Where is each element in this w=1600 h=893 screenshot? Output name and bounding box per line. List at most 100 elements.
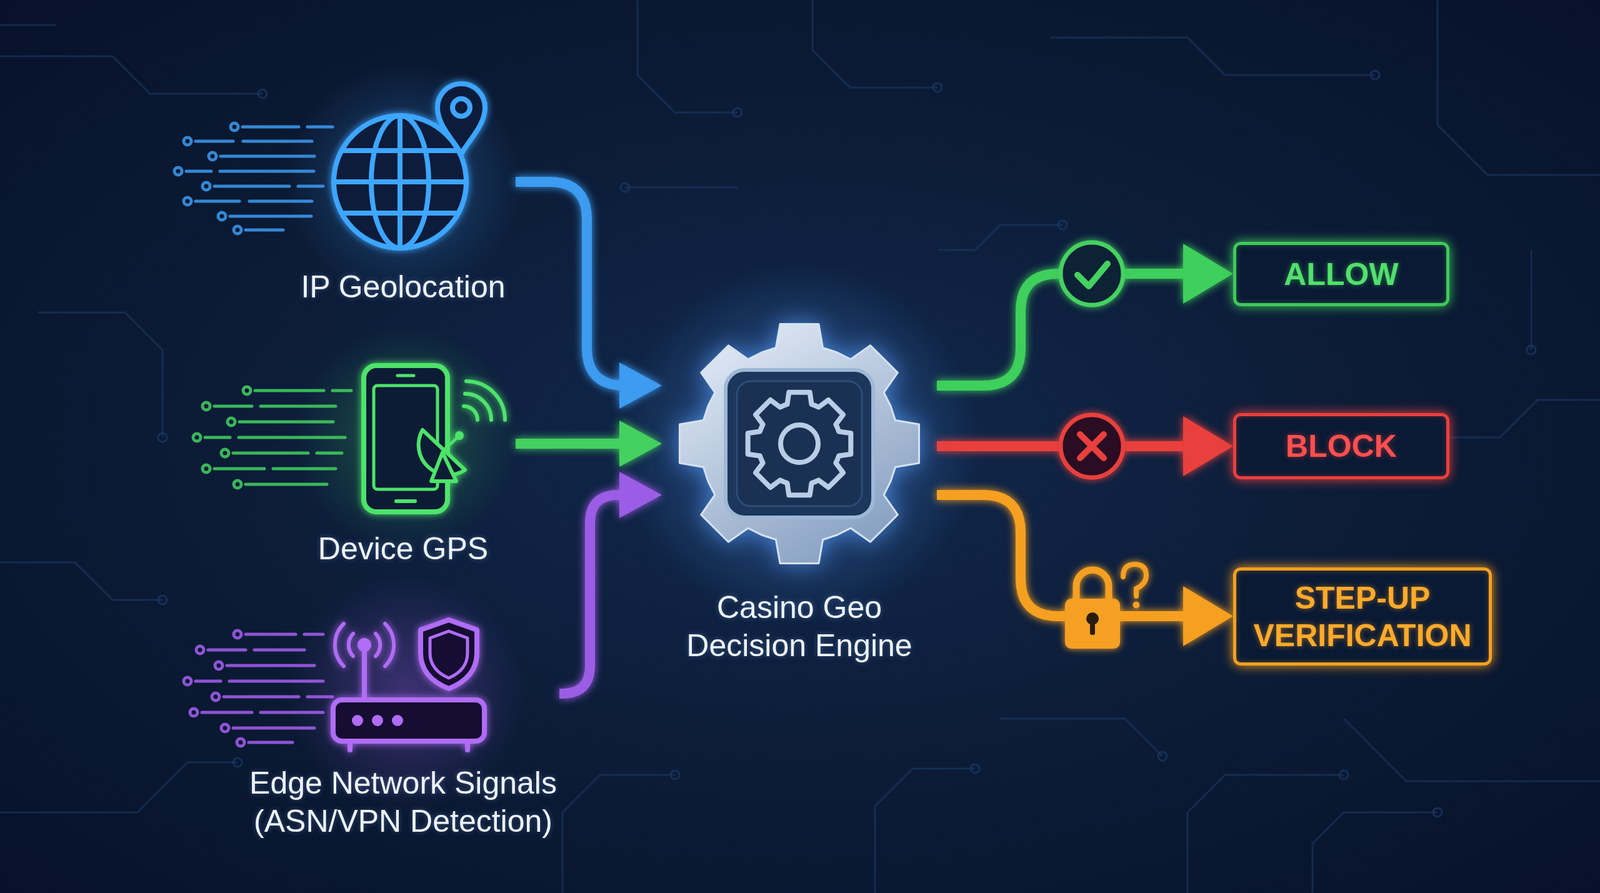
location-pin-hole [452, 98, 470, 117]
circuit-pad [1058, 220, 1067, 230]
speed-dot [233, 480, 242, 489]
flow-arrow [515, 438, 652, 449]
phone-button [396, 499, 415, 504]
speed-line [195, 140, 312, 144]
speed-dot [208, 152, 217, 160]
signal-wave [466, 381, 505, 420]
speed-dot [211, 693, 220, 701]
speed-dot [233, 226, 242, 234]
signal-wave [375, 633, 380, 657]
phone-body [363, 365, 448, 512]
router-body [333, 700, 485, 742]
router-antenna [361, 650, 367, 700]
speed-dot [202, 465, 210, 473]
gear-symbol-hub [780, 425, 819, 463]
decision-label: BLOCK [1285, 427, 1397, 465]
speed-dot [202, 182, 210, 190]
speed-line [226, 664, 315, 668]
speed-dot [196, 646, 204, 654]
speed-line [230, 215, 312, 219]
signal-wave [463, 406, 478, 420]
gear-outline [679, 323, 919, 564]
globe-parallel [341, 210, 459, 216]
lock-shackle [1076, 570, 1109, 600]
gear-panel-inner [736, 381, 862, 507]
lock-keyhole [1090, 620, 1095, 635]
speed-dot [236, 738, 245, 747]
flow-arrow [559, 495, 652, 694]
gear-panel [725, 370, 874, 518]
circuit-pad [933, 83, 942, 92]
speed-dot [243, 386, 251, 395]
speed-line [239, 420, 334, 424]
speed-line [220, 155, 315, 159]
decision-engine: Casino Geo Decision Engine [661, 321, 937, 672]
speed-dot [221, 449, 229, 457]
speed-dot [183, 197, 192, 205]
engine-glow [618, 262, 981, 625]
speed-dot [221, 724, 229, 732]
circuit-pad [158, 595, 167, 605]
speed-line [208, 648, 305, 652]
router-antenna [360, 640, 369, 650]
speed-line [245, 633, 324, 637]
input-source: Edge Network Signals (ASN/VPN Detection) [246, 618, 560, 847]
input-label: IP Geolocation [290, 268, 516, 307]
engine-label: Casino Geo Decision Engine [665, 588, 934, 665]
speed-dot [218, 212, 226, 220]
phone-speaker [397, 374, 414, 378]
question-mark-dot [1133, 601, 1140, 609]
decision-label: ALLOW [1283, 255, 1399, 294]
speed-line [242, 125, 333, 129]
speed-line [195, 680, 324, 684]
circuit-pad [733, 108, 742, 117]
router-light [352, 715, 363, 726]
dish-feed [443, 437, 458, 450]
lock-body [1065, 598, 1120, 649]
speed-dot [183, 137, 192, 145]
signal-wave [385, 623, 394, 667]
input-source: IP Geolocation [290, 93, 516, 310]
speed-line [223, 695, 333, 699]
speed-line [205, 436, 345, 440]
location-pin [437, 83, 485, 154]
outcome-box: BLOCK [1233, 413, 1450, 480]
icon-glow [284, 62, 522, 300]
shield [420, 620, 477, 689]
speed-line [214, 467, 336, 471]
dish-stand [431, 452, 457, 482]
speed-dot [174, 167, 182, 175]
speed-dot [190, 708, 198, 717]
cross-mark [1080, 434, 1104, 459]
circuit-pad [158, 433, 167, 442]
speed-dot [202, 402, 210, 410]
input-source: Device GPS [290, 356, 516, 572]
router-light [372, 715, 383, 726]
globe-equator [333, 179, 467, 185]
dish-feed [455, 431, 464, 440]
outcome-box: ALLOW [1233, 241, 1450, 307]
gear-group [679, 323, 919, 564]
router-foot [465, 741, 470, 750]
speed-line [233, 451, 342, 455]
speed-line [214, 185, 324, 189]
circuit-pad [233, 758, 242, 767]
gear-symbol [748, 392, 852, 496]
circuit-pad [1339, 770, 1349, 780]
speed-line [201, 711, 324, 715]
flow-arrow [515, 181, 652, 386]
speed-line [186, 170, 314, 174]
router-light [392, 715, 403, 726]
speed-dot [227, 418, 235, 426]
signal-wave [335, 623, 344, 667]
signal-wave [348, 633, 354, 657]
question-mark [1123, 564, 1147, 597]
circuit-pad [670, 770, 680, 780]
speed-dot [193, 433, 201, 442]
speed-dot [183, 677, 192, 685]
shield-inner [430, 631, 468, 679]
circuit-pad [620, 183, 630, 192]
